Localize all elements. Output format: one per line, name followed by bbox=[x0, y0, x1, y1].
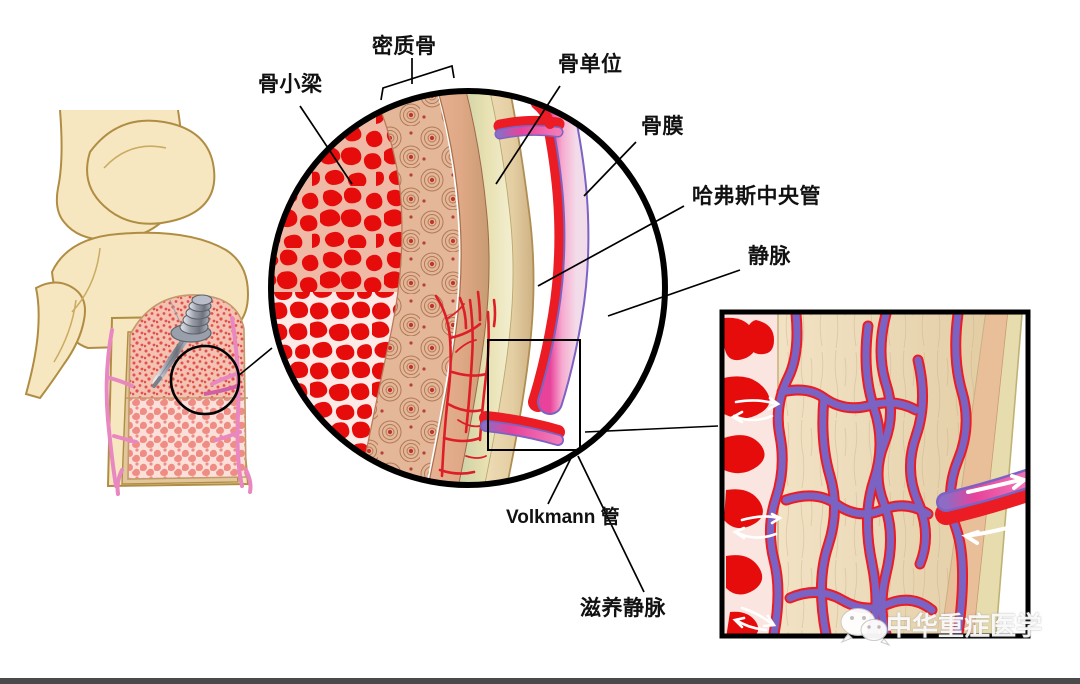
inset-connector-line bbox=[584, 425, 719, 433]
blood-flow-arrows bbox=[730, 396, 1026, 632]
overview-connector-line bbox=[237, 347, 273, 377]
label-trabecular-bone: 骨小梁 bbox=[258, 73, 323, 96]
label-compact-bone: 密质骨 bbox=[372, 35, 437, 58]
vascular-network bbox=[765, 314, 972, 634]
magnifier-circle-outline bbox=[268, 88, 668, 488]
periosteal-vessels bbox=[104, 316, 253, 496]
intraosseous-needle bbox=[152, 294, 213, 388]
label-periosteum: 骨膜 bbox=[641, 115, 684, 138]
label-nutrient-vein: 滋养静脉 bbox=[580, 597, 666, 620]
magnified-bone-cross-section bbox=[268, 88, 668, 488]
label-volkmann-canal: Volkmann 管 bbox=[506, 507, 620, 528]
inset-source-box bbox=[487, 339, 581, 451]
knee-overview-illustration bbox=[24, 109, 273, 496]
magnify-target-circle bbox=[169, 344, 241, 416]
label-vein: 静脉 bbox=[748, 245, 791, 268]
leader-lines bbox=[299, 58, 741, 593]
label-haversian-canal: 哈弗斯中央管 bbox=[692, 185, 821, 208]
wechat-icon bbox=[840, 608, 891, 647]
nutrient-vessel-bottom bbox=[479, 411, 565, 446]
label-osteon: 骨单位 bbox=[558, 53, 623, 76]
bottom-bar bbox=[0, 678, 1080, 684]
vascular-detail-inset bbox=[719, 309, 1031, 639]
volkmann-canals bbox=[434, 290, 497, 478]
periosteal-vessel bbox=[528, 91, 590, 415]
